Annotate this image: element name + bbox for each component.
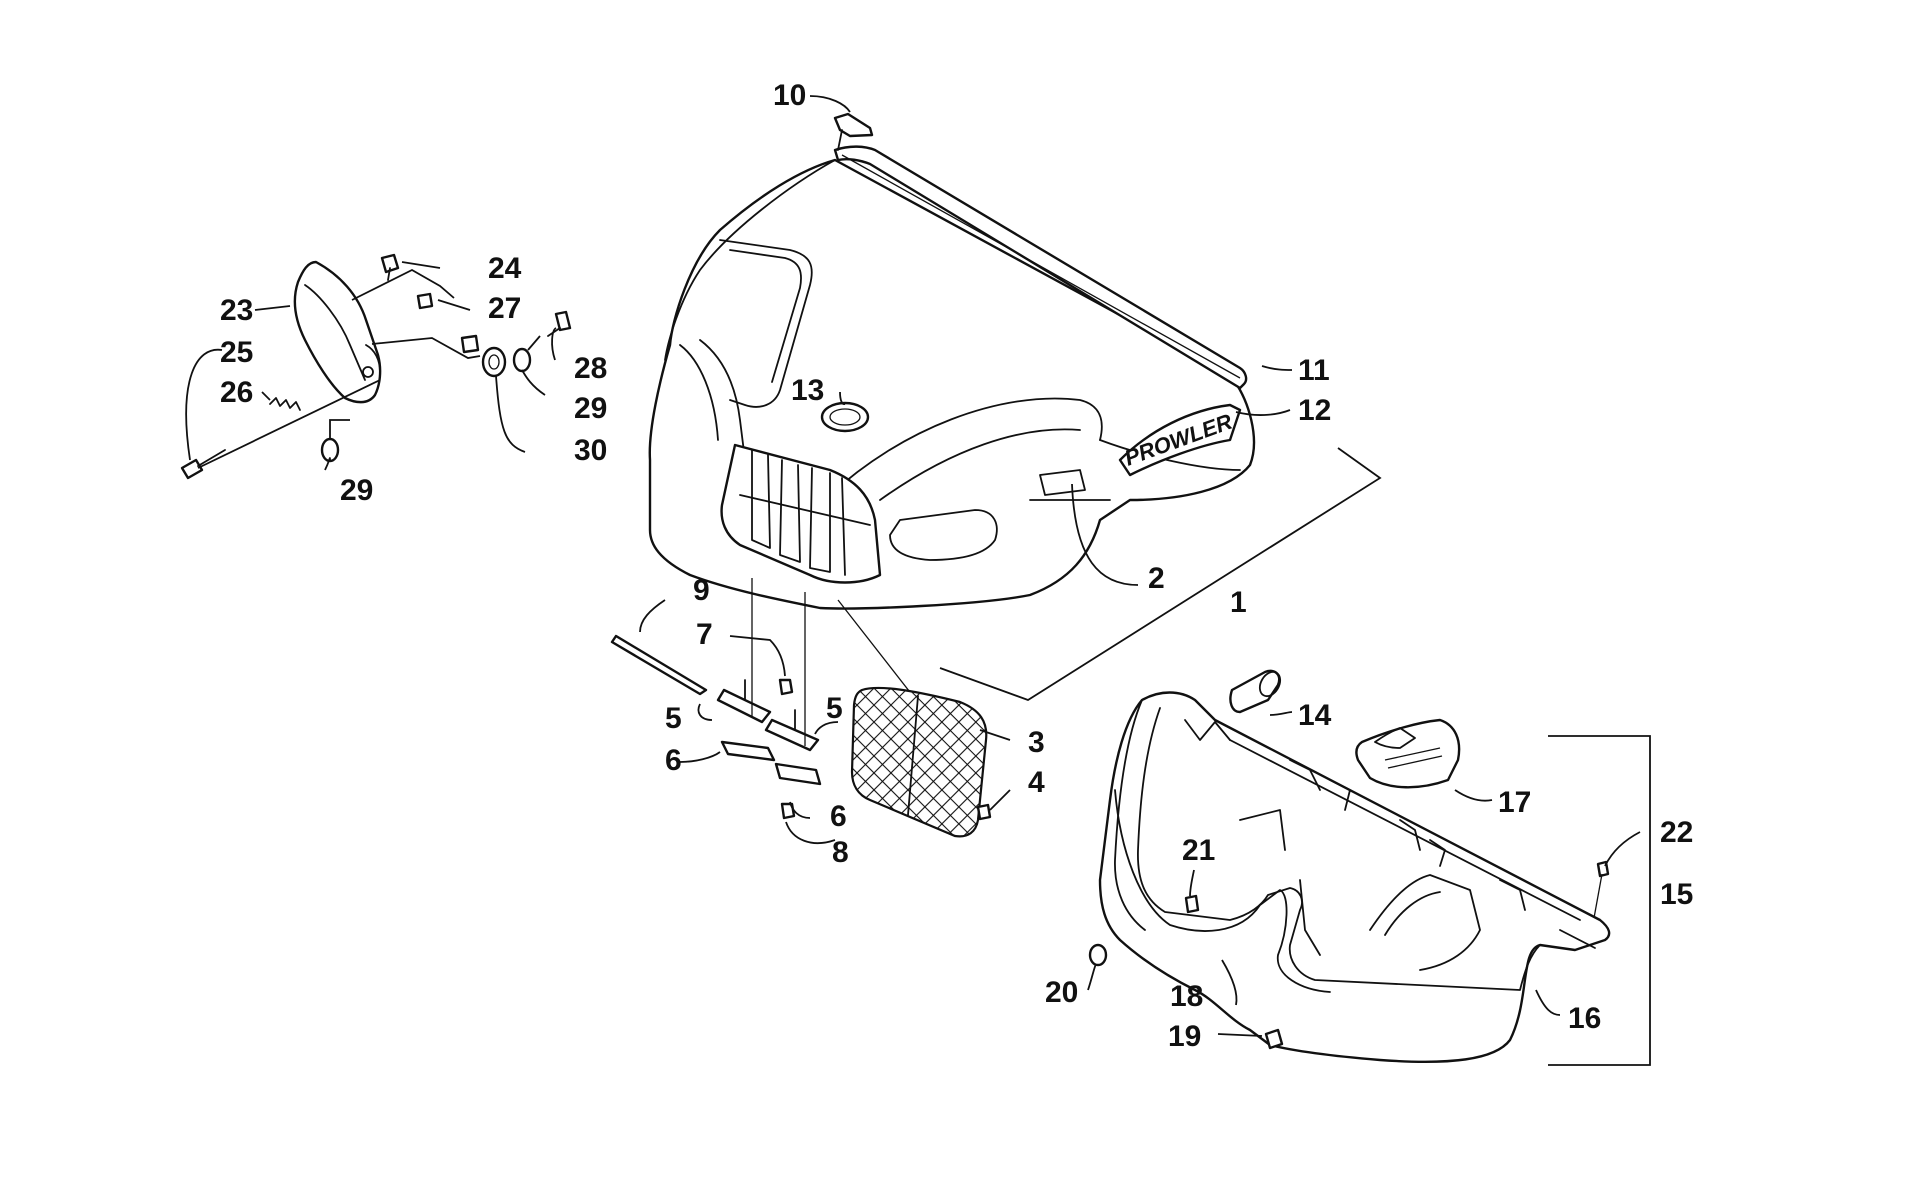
callout-29-lower: 29 xyxy=(340,474,373,507)
callout-30: 30 xyxy=(574,434,607,467)
headlight-assembly xyxy=(293,260,382,404)
hood-grille xyxy=(720,443,882,584)
callout-6-left: 6 xyxy=(665,744,682,777)
bracket-5-left xyxy=(716,679,772,724)
screw-8 xyxy=(780,802,796,820)
plate-6-left xyxy=(720,740,776,762)
callout-9: 9 xyxy=(693,574,710,607)
callout-8: 8 xyxy=(832,836,849,869)
callout-5-left: 5 xyxy=(665,702,682,735)
callout-5-right: 5 xyxy=(826,692,843,725)
tray-seal-18 xyxy=(1114,789,1331,993)
callout-1: 1 xyxy=(1230,586,1247,619)
callout-15: 15 xyxy=(1660,878,1693,911)
bolt-28 xyxy=(547,310,572,337)
callout-11: 11 xyxy=(1298,354,1330,387)
callout-24: 24 xyxy=(488,252,522,285)
callout-17: 17 xyxy=(1498,786,1531,819)
adjuster-screw-25 xyxy=(180,449,226,480)
screw-7 xyxy=(778,678,794,696)
tray-cover-17 xyxy=(1355,718,1461,789)
hood-seal-strip xyxy=(833,145,1248,390)
callout-23: 23 xyxy=(220,294,253,327)
callout-6-right: 6 xyxy=(830,800,847,833)
callout-7: 7 xyxy=(696,618,713,651)
callout-28: 28 xyxy=(574,352,607,385)
callout-20: 20 xyxy=(1045,976,1078,1009)
hood-panel: PROWLER xyxy=(648,158,1256,610)
leader-lines xyxy=(185,95,1641,1037)
bracket-line-15 xyxy=(1548,735,1651,1066)
callout-21: 21 xyxy=(1182,834,1215,867)
callout-19: 19 xyxy=(1168,1020,1201,1053)
callout-2: 2 xyxy=(1148,562,1165,595)
hinge-pin-14 xyxy=(1229,669,1282,714)
fastener-19 xyxy=(1264,1028,1284,1050)
callout-22: 22 xyxy=(1660,816,1693,849)
nut-27 xyxy=(416,292,480,354)
callout-12: 12 xyxy=(1298,394,1331,427)
callout-27: 27 xyxy=(488,292,521,325)
plate-6-right xyxy=(774,762,822,786)
callout-18: 18 xyxy=(1170,980,1203,1013)
hood-latch xyxy=(833,112,874,151)
washer-29-upper xyxy=(512,347,532,373)
bracket-5-right xyxy=(764,709,820,752)
callout-4: 4 xyxy=(1028,766,1045,799)
callout-26: 26 xyxy=(220,376,253,409)
bracket-line-1 xyxy=(939,447,1382,701)
spring-26 xyxy=(269,397,301,411)
screw-21 xyxy=(1184,894,1200,914)
callout-14: 14 xyxy=(1298,699,1332,732)
hood-emblem xyxy=(820,401,870,433)
callout-13: 13 xyxy=(791,374,824,407)
callout-25: 25 xyxy=(220,336,253,369)
callout-10: 10 xyxy=(773,79,806,112)
callout-3: 3 xyxy=(1028,726,1045,759)
mesh-screen-3 xyxy=(850,686,988,838)
screw-24 xyxy=(380,253,400,281)
callout-16: 16 xyxy=(1568,1002,1601,1035)
callout-29-upper: 29 xyxy=(574,392,607,425)
nut-20 xyxy=(1088,943,1108,967)
callout-labels: 1 2 3 4 5 5 6 6 7 8 9 10 11 12 13 14 15 … xyxy=(220,79,1693,1053)
screw-4 xyxy=(976,803,992,821)
prop-rod-9 xyxy=(610,634,708,696)
grommet-30 xyxy=(481,346,507,378)
